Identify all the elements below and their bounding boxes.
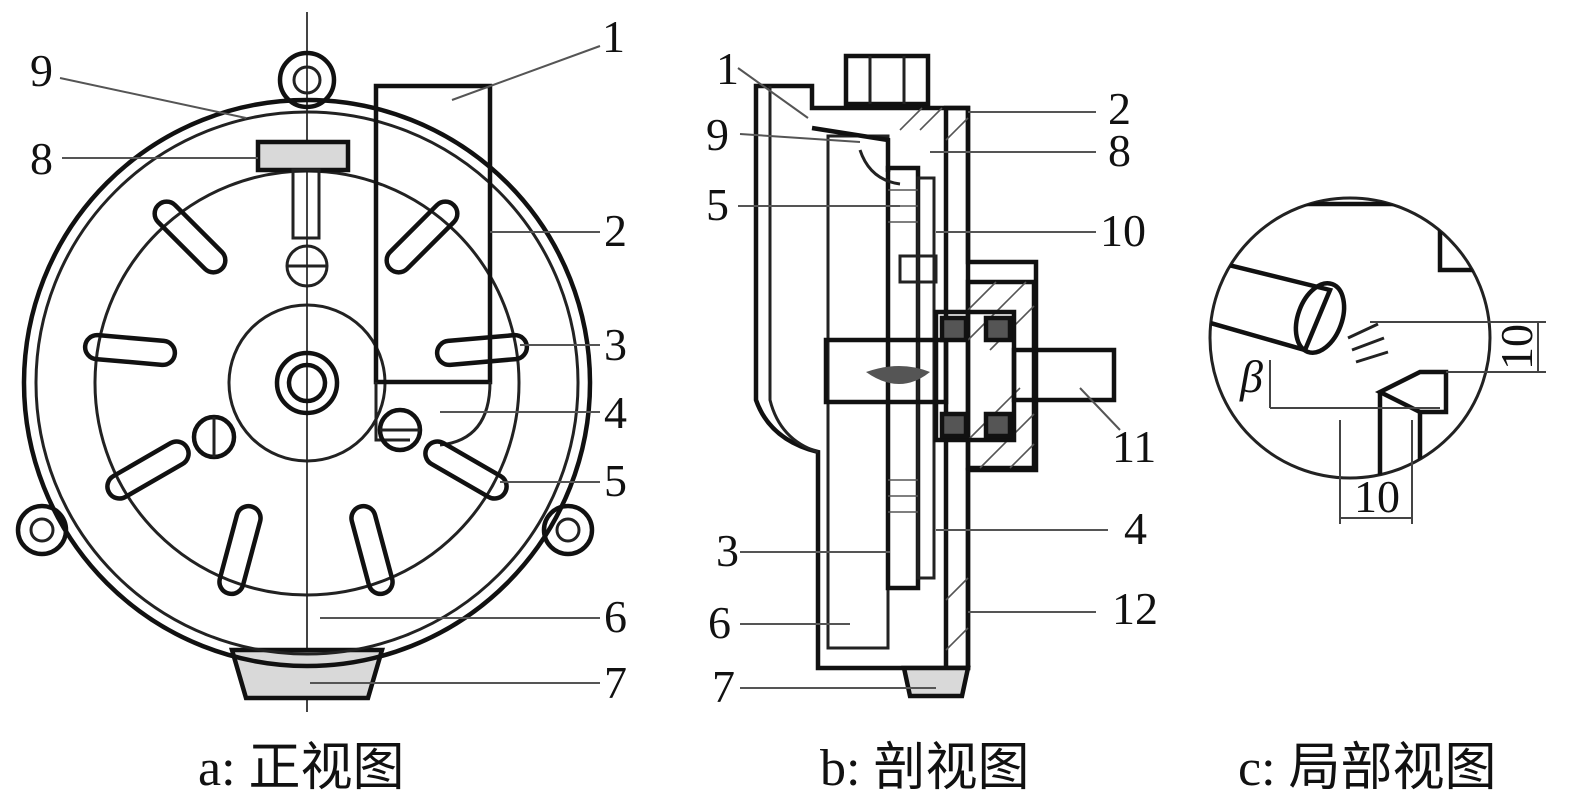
radial-vanes — [82, 199, 530, 597]
shaft-hole — [274, 350, 340, 416]
section-label-5: 5 — [706, 179, 729, 230]
label-1: 1 — [602, 11, 625, 62]
dimension-vertical: 10 — [1491, 324, 1542, 370]
bottom-foot — [229, 647, 385, 701]
detail-view: β 10 10 c: 局部视图 — [1208, 196, 1546, 797]
caption-front-view: a: 正视图 — [198, 740, 405, 797]
right-mount-ear — [541, 503, 595, 557]
label-6: 6 — [604, 591, 627, 642]
label-9: 9 — [30, 45, 53, 96]
section-label-10: 10 — [1100, 205, 1146, 256]
label-8: 8 — [30, 133, 53, 184]
section-label-3: 3 — [716, 525, 739, 576]
caption-detail-view: c: 局部视图 — [1238, 740, 1497, 797]
section-top-nut — [843, 53, 931, 107]
section-label-11: 11 — [1112, 421, 1156, 472]
detail-circle — [1208, 196, 1492, 480]
detail-blade — [1374, 369, 1449, 415]
section-label-1: 1 — [716, 43, 739, 94]
section-bearing-flange — [965, 279, 1037, 471]
label-7: 7 — [604, 657, 627, 708]
section-chamber — [826, 134, 890, 650]
detail-housing-edge — [1280, 201, 1490, 273]
section-label-6: 6 — [708, 597, 731, 648]
top-bolt — [277, 50, 337, 110]
nozzle-head — [255, 139, 351, 173]
outer-housing — [21, 97, 593, 669]
section-shaft-end — [1011, 347, 1117, 403]
section-label-2: 2 — [1108, 83, 1131, 134]
label-2: 2 — [604, 205, 627, 256]
detail-nozzle — [1210, 255, 1334, 353]
caption-section-view: b: 剖视图 — [820, 740, 1029, 797]
section-label-12: 12 — [1112, 583, 1158, 634]
label-5: 5 — [604, 455, 627, 506]
section-view: 1 9 5 3 6 7 2 8 10 11 4 12 b: 剖视图 — [706, 43, 1158, 797]
section-hub — [823, 337, 949, 405]
section-label-7: 7 — [712, 661, 735, 712]
angle-beta: β — [1239, 351, 1263, 402]
inlet-duct — [373, 83, 493, 385]
outer-housing-inner-edge — [34, 110, 580, 656]
dimension-horizontal: 10 — [1354, 471, 1400, 522]
label-4: 4 — [604, 387, 627, 438]
label-3: 3 — [604, 319, 627, 370]
section-label-9: 9 — [706, 109, 729, 160]
section-label-8: 8 — [1108, 125, 1131, 176]
front-view: 9 8 1 2 3 4 5 6 7 a: 正视图 — [15, 11, 627, 797]
section-foot — [901, 665, 971, 699]
section-right-wall — [943, 105, 971, 671]
left-mount-ear — [15, 503, 69, 557]
section-label-4: 4 — [1124, 503, 1147, 554]
